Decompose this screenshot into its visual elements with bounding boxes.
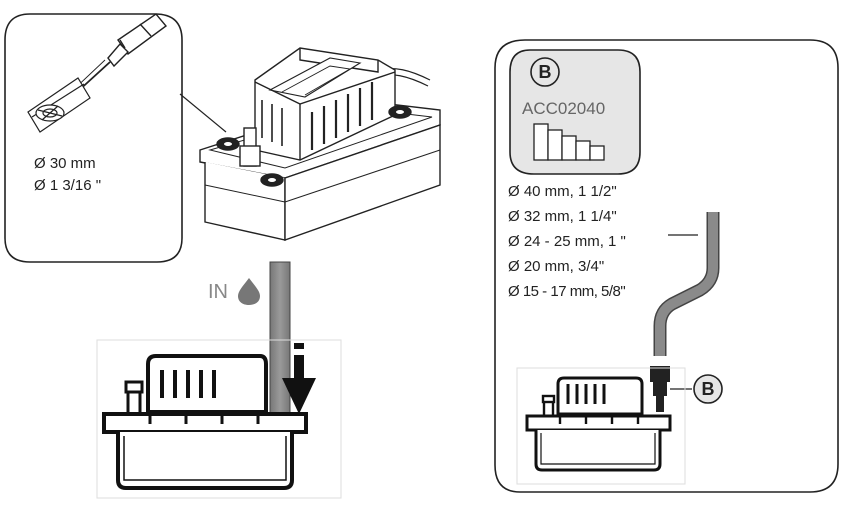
knockout-size-inch: Ø 1 3/16 " [34,177,102,194]
pipe-size-5: Ø 15 - 17 mm, 5/8" [508,283,626,300]
pipe-size-4: Ø 20 mm, 3/4" [508,258,605,275]
knockout-size-mm: Ø 30 mm [34,155,96,172]
accessory-badge: B [538,62,552,82]
pipe-size-3: Ø 24 - 25 mm, 1 " [508,233,626,250]
left-callout-bubble [4,13,183,263]
pipe-size-2: Ø 32 mm, 1 1/4" [508,208,617,225]
outlet-pipe [653,212,720,356]
pump-front-right [516,367,686,485]
accessory-kit-box [509,49,641,175]
fitting-badge-circle [693,374,723,404]
insert-arrow-icon [282,343,316,414]
callout-leader-line [179,93,227,133]
screwdriver-icon [51,13,168,115]
inlet-water-drop-icon [238,278,260,305]
fitting-badge: B [701,379,715,399]
reducer-fitting [650,366,670,412]
accessory-code: ACC02040 [522,99,606,118]
inlet-pipe [269,261,291,421]
pipe-size-1: Ø 40 mm, 1 1/2" [508,183,617,200]
knockout-plate [27,77,91,133]
pump-front-left [96,339,342,499]
inlet-label: IN [208,281,228,303]
pump-isometric [199,47,441,241]
